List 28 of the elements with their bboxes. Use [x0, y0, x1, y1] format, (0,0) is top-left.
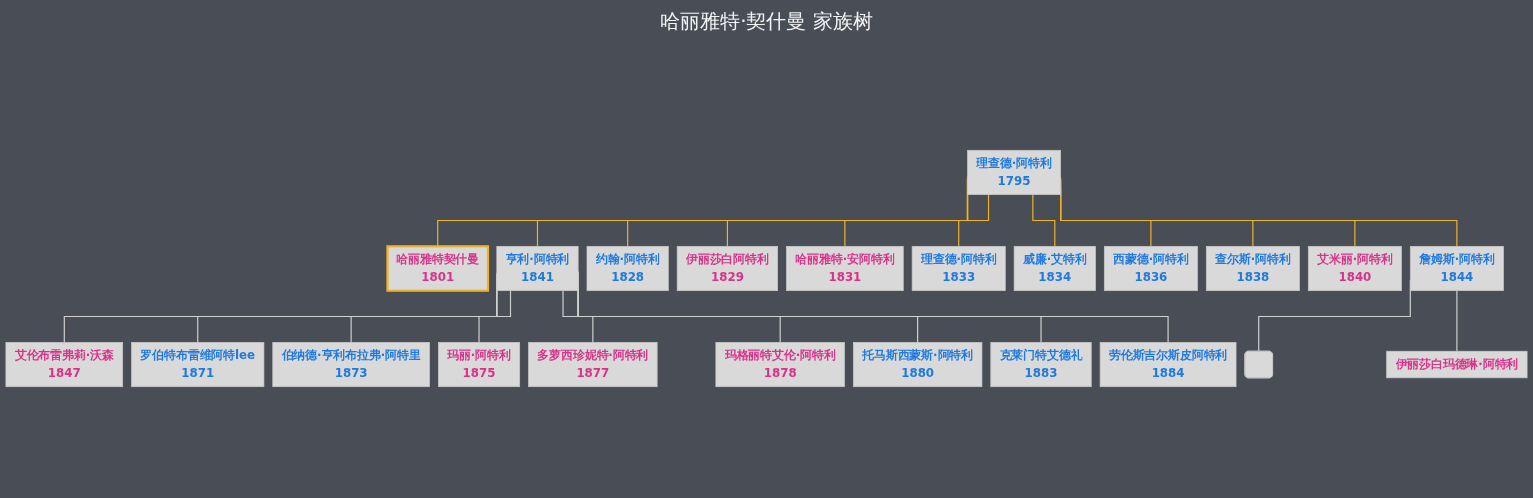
node-box: 艾伦布雷弗莉·沃森 1847	[5, 342, 124, 388]
node-box: 伯纳德·亨利布拉弗·阿特里 1873	[272, 342, 430, 388]
node-box: 詹姆斯·阿特利 1844	[1409, 245, 1504, 292]
node-box: 威廉·艾特利 1834	[1013, 245, 1096, 292]
node-box: 哈丽雅特·安阿特利 1831	[786, 245, 904, 292]
node-box: 伊丽莎白阿特利 1829	[676, 245, 778, 292]
node-box: 劳伦斯吉尔斯皮阿特利 1884	[1099, 342, 1237, 388]
diagram-title: 哈丽雅特·契什曼 家族树	[660, 8, 873, 35]
node-box: 理查德·阿特利 1795	[967, 149, 1061, 195]
node-box: 罗伯特布雷维阿特lee 1871	[131, 342, 265, 388]
node-box: 约翰·阿特利 1828	[586, 245, 669, 292]
node-box: 哈丽雅特契什曼 1801	[386, 245, 490, 292]
node-box: 艾米丽·阿特利 1840	[1307, 245, 1402, 292]
node-box: 玛格丽特艾伦·阿特利 1878	[715, 342, 845, 388]
node-box: 西蒙德·阿特利 1836	[1103, 245, 1198, 292]
node-box: 亨利·阿特利 1841	[496, 245, 579, 292]
node-box: 查尔斯·阿特利 1838	[1205, 245, 1300, 292]
connector	[958, 194, 990, 247]
node-box: 伊丽莎白玛德琳·阿特利	[1386, 350, 1528, 379]
connector	[1032, 194, 1056, 247]
node-box: 托马斯西蒙斯·阿特利 1880	[852, 342, 983, 388]
connector	[478, 290, 512, 343]
node-box: 玛丽·阿特利 1875	[438, 342, 521, 388]
node-box: 克莱门特艾德礼 1883	[990, 342, 1092, 388]
node-box: 多萝西珍妮特·阿特利 1877	[528, 342, 658, 388]
connector	[562, 290, 594, 343]
node-box: 理查德·阿特利 1833	[911, 245, 1006, 292]
connector	[1456, 290, 1458, 352]
